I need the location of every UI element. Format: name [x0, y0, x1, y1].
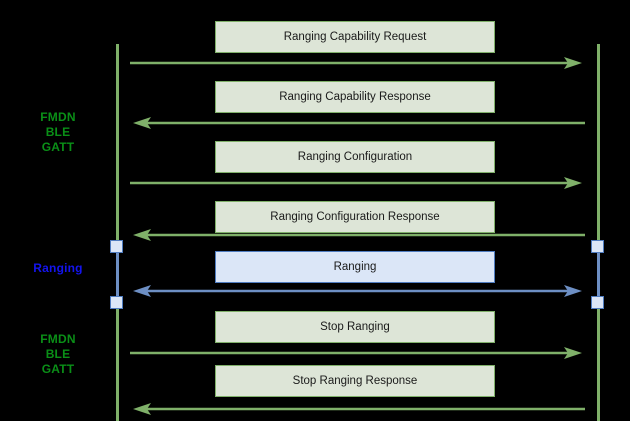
arrow-ranging-bidirectional: [133, 284, 582, 298]
right-activation-end-box: [591, 296, 604, 309]
message-box-stop-ranging-response: Stop Ranging Response: [215, 365, 495, 397]
phase-label-ranging: Ranging: [33, 261, 83, 275]
message-box-ranging-configuration-response: Ranging Configuration Response: [215, 201, 495, 233]
message-box-stop-ranging: Stop Ranging: [215, 311, 495, 343]
left-activation-bar: [116, 246, 119, 303]
arrow-stop-ranging-response: [133, 402, 585, 416]
left-activation-end-box: [110, 296, 123, 309]
right-lifeline: [597, 44, 600, 421]
message-box-ranging-capability-response: Ranging Capability Response: [215, 81, 495, 113]
arrow-ranging-configuration: [130, 176, 582, 190]
arrow-ranging-capability-response: [133, 116, 585, 130]
right-activation-start-box: [591, 240, 604, 253]
phase-label-fmdn-top: FMDN BLE GATT: [40, 110, 76, 154]
message-box-ranging: Ranging: [215, 251, 495, 283]
right-activation-bar: [597, 246, 600, 303]
message-box-ranging-capability-request: Ranging Capability Request: [215, 21, 495, 53]
phase-label-fmdn-bottom: FMDN BLE GATT: [40, 332, 76, 376]
arrow-stop-ranging: [130, 346, 582, 360]
arrow-ranging-capability-request: [130, 56, 582, 70]
arrow-ranging-configuration-response: [133, 228, 585, 242]
left-lifeline: [116, 44, 119, 421]
left-activation-start-box: [110, 240, 123, 253]
message-box-ranging-configuration: Ranging Configuration: [215, 141, 495, 173]
